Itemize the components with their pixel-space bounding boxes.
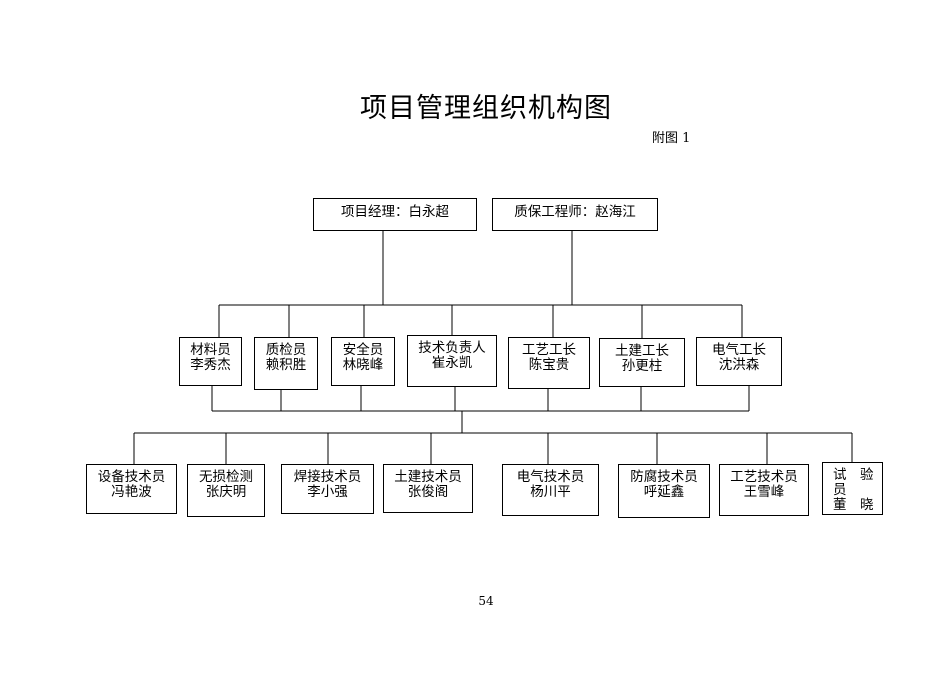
box-role: 技术负责人 xyxy=(418,340,486,356)
box-role: 电气技术员 xyxy=(516,469,585,485)
org-box-technical-lead: 技术负责人 崔永凯 xyxy=(407,335,497,387)
box-person: 崔永凯 xyxy=(431,355,473,371)
box-person: 张庆明 xyxy=(205,484,247,500)
org-box-ndt: 无损检测 张庆明 xyxy=(187,464,265,517)
box-person: 沈洪森 xyxy=(718,357,760,373)
box-person: 李秀杰 xyxy=(190,357,231,373)
box-role: 土建工长 xyxy=(615,343,669,359)
org-box-process-foreman: 工艺工长 陈宝贵 xyxy=(508,337,590,389)
box-person: 林晓峰 xyxy=(342,357,384,373)
box-person: 赖积胜 xyxy=(265,357,307,373)
box-role-cont: 员 xyxy=(833,482,847,498)
box-role: 土建技术员 xyxy=(394,469,462,485)
box-role: 试 验 xyxy=(833,467,874,483)
org-box-civil-foreman: 土建工长 孙更柱 xyxy=(599,338,685,387)
box-person: 王雪峰 xyxy=(743,484,785,500)
box-person: 呼延鑫 xyxy=(643,484,685,500)
figure-caption: 附图 1 xyxy=(652,131,691,146)
box-role: 焊接技术员 xyxy=(293,469,362,485)
org-box-civil-tech: 土建技术员 张俊阁 xyxy=(383,464,473,513)
box-person: 孙更柱 xyxy=(621,358,663,374)
org-box-tester: 试 验 员 董 晓 xyxy=(822,462,883,515)
box-role: 设备技术员 xyxy=(97,469,166,485)
box-person: 杨川平 xyxy=(530,484,571,500)
box-person: 李小强 xyxy=(307,484,348,500)
org-box-quality-inspector: 质检员 赖积胜 xyxy=(254,337,318,390)
box-text: 质保工程师：赵海江 xyxy=(514,204,636,220)
quality-engineer-box: 质保工程师：赵海江 xyxy=(492,198,658,231)
box-person: 陈宝贵 xyxy=(528,357,570,373)
project-manager-box: 项目经理：白永超 xyxy=(313,198,477,231)
box-role: 无损检测 xyxy=(199,469,253,485)
org-box-welding-tech: 焊接技术员 李小强 xyxy=(281,464,374,514)
box-person: 张俊阁 xyxy=(407,484,449,500)
box-person: 董 晓 xyxy=(833,497,874,513)
box-role: 电气工长 xyxy=(712,342,766,358)
box-role: 质检员 xyxy=(265,342,307,358)
org-box-materials: 材料员 李秀杰 xyxy=(179,337,242,386)
page-title: 项目管理组织机构图 xyxy=(360,93,612,124)
org-box-anticorrosion-tech: 防腐技术员 呼延鑫 xyxy=(618,464,710,518)
box-role: 安全员 xyxy=(342,342,384,358)
org-box-electrical-tech: 电气技术员 杨川平 xyxy=(502,464,599,516)
org-box-process-tech: 工艺技术员 王雪峰 xyxy=(719,464,809,516)
box-role: 防腐技术员 xyxy=(630,469,698,485)
org-box-electrical-foreman: 电气工长 沈洪森 xyxy=(696,337,782,386)
box-person: 冯艳波 xyxy=(111,484,152,500)
page-number: 54 xyxy=(478,594,494,608)
box-text: 项目经理：白永超 xyxy=(341,204,449,220)
box-role: 材料员 xyxy=(190,342,231,358)
org-box-equipment-tech: 设备技术员 冯艳波 xyxy=(86,464,177,514)
org-box-safety: 安全员 林晓峰 xyxy=(331,337,395,386)
box-role: 工艺工长 xyxy=(522,342,576,358)
box-role: 工艺技术员 xyxy=(730,469,798,485)
